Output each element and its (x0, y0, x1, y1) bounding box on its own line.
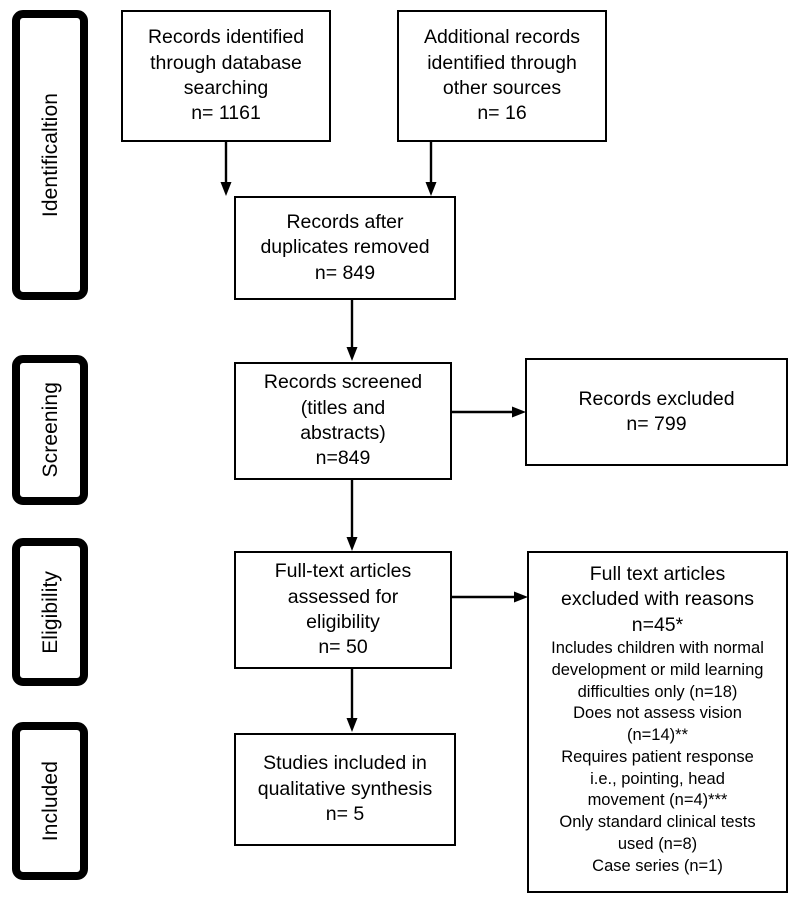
box-text: Records after duplicates removed n= 849 (260, 210, 430, 284)
box-text: Records screened (titles and abstracts) … (263, 371, 423, 470)
box-fulltext-articles-assessed: Full-text articles assessed for eligibil… (234, 551, 452, 669)
box-studies-included-qualitative-synthesis: Studies included in qualitative synthesi… (234, 733, 456, 846)
connector-other-sources-to-duplicates (424, 142, 444, 197)
stage-label-text: Eligibility (38, 570, 62, 654)
box-additional-records-other-sources: Additional records identified through ot… (397, 10, 607, 142)
box-text: Records identified through database sear… (147, 26, 305, 125)
stage-label-text: Screening (38, 382, 62, 478)
box-records-screened: Records screened (titles and abstracts) … (234, 362, 452, 480)
stage-label-text: Identificaltion (38, 92, 62, 218)
box-reasons-text: Includes children with normal developmen… (551, 639, 764, 875)
stage-label-screening: Screening (12, 355, 88, 505)
box-text: Records excluded n= 799 (578, 387, 735, 435)
connector-screened-to-excluded (452, 403, 528, 423)
stage-label-included: Included (12, 722, 88, 880)
connector-screened-to-fulltext (345, 480, 365, 552)
box-text: Studies included in qualitative synthesi… (257, 752, 433, 826)
stage-label-eligibility: Eligibility (12, 538, 88, 686)
box-records-identified-database: Records identified through database sear… (121, 10, 331, 142)
connector-database-to-duplicates (219, 142, 239, 197)
stage-label-text: Included (38, 760, 62, 842)
connector-fulltext-to-excluded-reasons (452, 588, 530, 608)
connector-fulltext-to-included (345, 669, 365, 733)
connector-duplicates-to-screened (345, 300, 365, 362)
box-fulltext-articles-excluded-with-reasons: Full text articles excluded with reasons… (527, 551, 788, 893)
box-text: Additional records identified through ot… (423, 26, 581, 125)
box-records-excluded: Records excluded n= 799 (525, 358, 788, 466)
box-heading-text: Full text articles excluded with reasons… (561, 563, 754, 636)
stage-label-identification: Identificaltion (12, 10, 88, 300)
box-text: Full-text articles assessed for eligibil… (274, 560, 412, 659)
box-records-after-duplicates-removed: Records after duplicates removed n= 849 (234, 196, 456, 300)
